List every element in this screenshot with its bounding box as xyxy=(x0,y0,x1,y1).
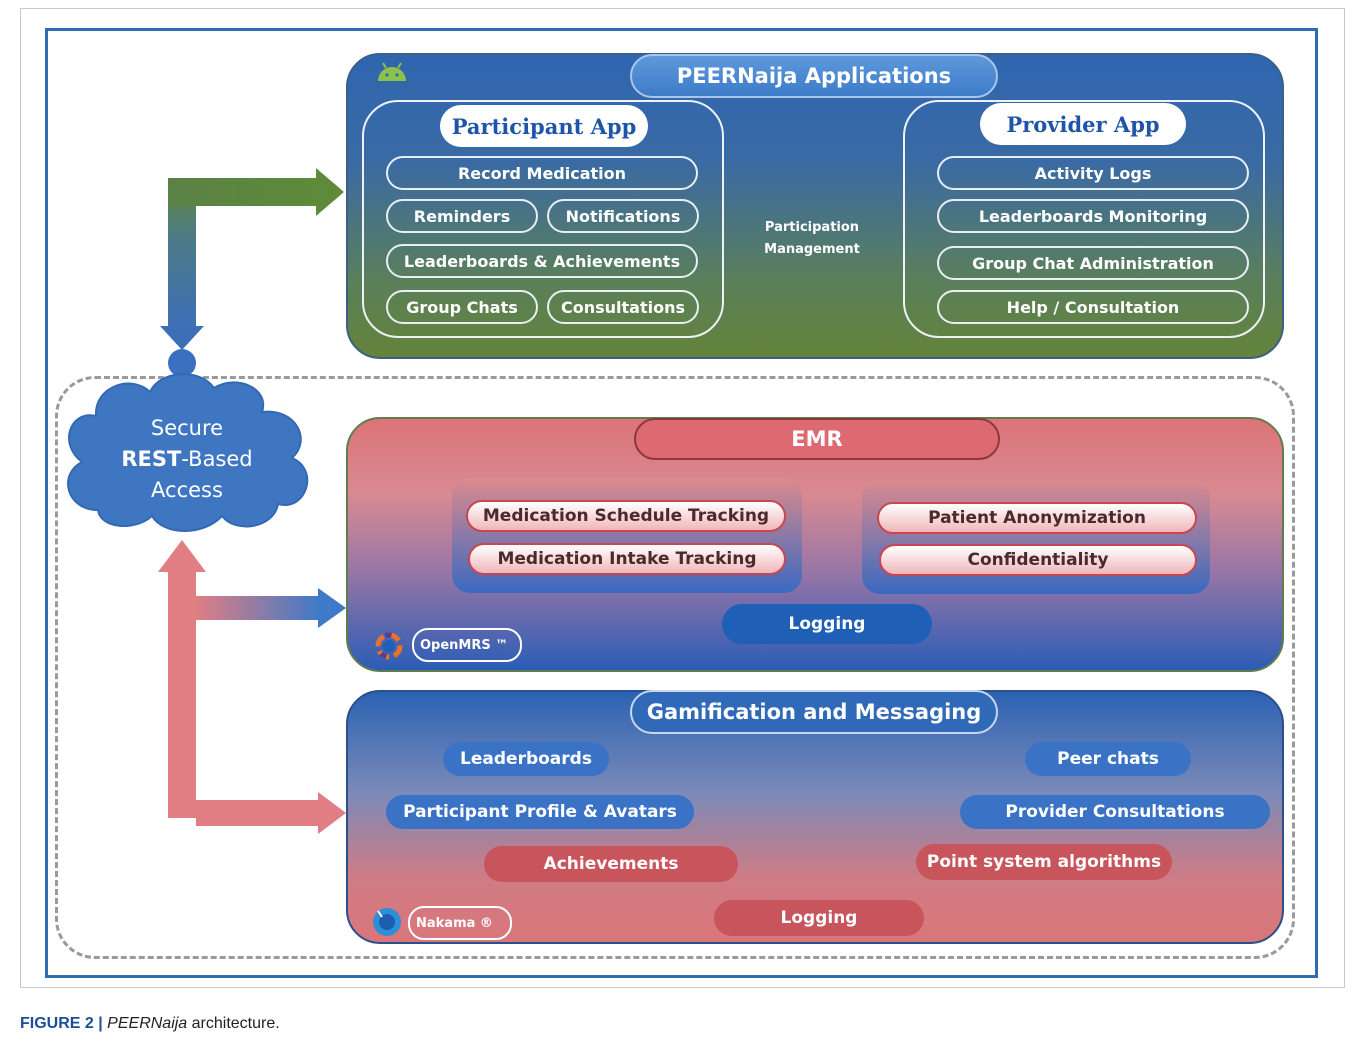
participant-item-reminders: Reminders xyxy=(386,199,538,233)
provider-item-group-chat-administration: Group Chat Administration xyxy=(937,246,1249,280)
emr-item-medication-intake: Medication Intake Tracking xyxy=(468,543,786,575)
apps-access-arrow xyxy=(160,168,344,377)
caption-text: architecture. xyxy=(187,1015,280,1032)
participant-item-record-medication: Record Medication xyxy=(386,156,698,190)
emr-item-confidentiality: Confidentiality xyxy=(879,544,1197,576)
gam-item-leaderboards: Leaderboards xyxy=(443,742,609,776)
emr-item-patient-anonymization: Patient Anonymization xyxy=(877,502,1197,534)
nakama-badge: Nakama ® xyxy=(408,906,512,940)
participant-app-title: Participant App xyxy=(440,105,648,147)
provider-item-leaderboards-monitoring: Leaderboards Monitoring xyxy=(937,199,1249,233)
cloud-rest: REST xyxy=(121,447,182,471)
provider-item-help-consultation: Help / Consultation xyxy=(937,290,1249,324)
android-icon xyxy=(374,59,410,87)
participant-item-consultations: Consultations xyxy=(547,290,699,324)
gam-item-peer-chats: Peer chats xyxy=(1025,742,1191,776)
emr-item-medication-schedule: Medication Schedule Tracking xyxy=(466,500,786,532)
applications-title: PEERNaija Applications xyxy=(630,54,998,98)
cloud-line-1: Secure xyxy=(150,416,224,440)
participant-item-group-chats: Group Chats xyxy=(386,290,538,324)
gam-item-achievements: Achievements xyxy=(484,846,738,882)
cloud-based: -Based xyxy=(181,447,253,471)
participation-label-line-2: Management xyxy=(764,242,860,257)
figure-caption: FIGURE 2 | PEERNaija architecture. xyxy=(20,1015,280,1033)
provider-app-title: Provider App xyxy=(980,103,1186,145)
figure-frame xyxy=(20,8,1345,988)
caption-name: PEERNaija xyxy=(107,1015,188,1032)
caption-label: FIGURE 2 | xyxy=(20,1015,103,1032)
provider-app-panel xyxy=(903,100,1265,338)
backend-access-arrow xyxy=(158,540,346,834)
cloud-icon xyxy=(67,373,309,532)
participant-app-panel xyxy=(362,100,724,338)
server-boundary xyxy=(55,376,1295,959)
cloud-label: Secure REST-Based Access xyxy=(102,413,272,506)
gam-item-participant-profile: Participant Profile & Avatars xyxy=(386,795,694,829)
gam-item-point-system: Point system algorithms xyxy=(916,844,1172,880)
participation-management-label: Participation Management xyxy=(744,217,880,261)
emr-tracking-group xyxy=(452,478,802,593)
emr-privacy-group xyxy=(862,480,1210,594)
gam-item-provider-consultations: Provider Consultations xyxy=(960,795,1270,829)
diagram-border xyxy=(45,28,1318,978)
emr-title: EMR xyxy=(634,418,1000,460)
provider-item-activity-logs: Activity Logs xyxy=(937,156,1249,190)
openmrs-badge: OpenMRS ™ xyxy=(412,628,522,662)
cloud-line-3: Access xyxy=(151,478,223,502)
gam-logging: Logging xyxy=(714,900,924,936)
participant-item-leaderboards-achievements: Leaderboards & Achievements xyxy=(386,244,698,278)
openmrs-icon xyxy=(372,626,406,670)
gamification-title: Gamification and Messaging xyxy=(630,690,998,734)
emr-logging: Logging xyxy=(722,604,932,644)
participation-label-line-1: Participation xyxy=(764,220,860,235)
participant-item-notifications: Notifications xyxy=(547,199,699,233)
cloud-line-2: REST-Based xyxy=(102,444,272,475)
nakama-icon xyxy=(370,905,404,943)
